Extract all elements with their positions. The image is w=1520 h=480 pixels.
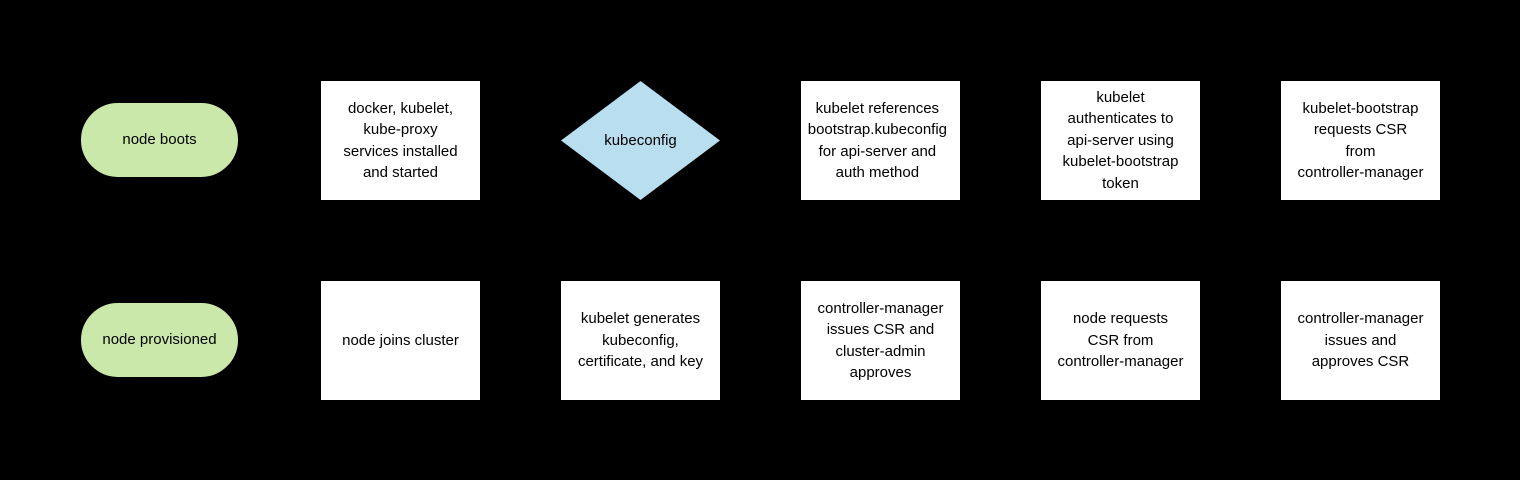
flow-node-label: kubelet authenticates to api-server usin…: [1062, 88, 1179, 192]
flow-node-label: controller-manager issues CSR and cluste…: [817, 299, 944, 382]
flow-node-node-requests-csr[interactable]: node requests CSR from controller-manage…: [1041, 281, 1200, 400]
flow-node-kubelet-bootstrap-requests-csr[interactable]: kubelet-bootstrap requests CSR from cont…: [1281, 81, 1440, 200]
flow-node-kubeconfig[interactable]: kubeconfig: [561, 81, 720, 200]
flow-node-kubelet-generates-kubeconfig[interactable]: kubelet generates kubeconfig, certificat…: [561, 281, 720, 400]
flow-node-kubelet-references-bootstrap[interactable]: kubelet references bootstrap.kubeconfig …: [801, 81, 960, 200]
flow-node-label: kubelet-bootstrap requests CSR from cont…: [1297, 99, 1424, 182]
flow-node-services-installed[interactable]: docker, kubelet, kube-proxy services ins…: [321, 81, 480, 200]
flow-node-label: docker, kubelet, kube-proxy services ins…: [343, 99, 458, 182]
flow-node-node-joins-cluster[interactable]: node joins cluster: [321, 281, 480, 400]
flow-node-kubelet-authenticates[interactable]: kubelet authenticates to api-server usin…: [1041, 81, 1200, 200]
flow-node-label: controller-manager issues and approves C…: [1297, 310, 1424, 371]
flow-node-label: kubeconfig: [604, 131, 677, 149]
flow-node-node-boots[interactable]: node boots: [81, 103, 238, 177]
flow-node-label: node boots: [122, 131, 197, 149]
flow-node-controller-manager-issues-csr[interactable]: controller-manager issues CSR and cluste…: [801, 281, 960, 400]
flow-node-node-provisioned[interactable]: node provisioned: [81, 303, 238, 377]
flow-node-controller-manager-issues-approves[interactable]: controller-manager issues and approves C…: [1281, 281, 1440, 400]
flow-node-label: node provisioned: [102, 331, 217, 349]
flow-node-label: node requests CSR from controller-manage…: [1057, 310, 1184, 371]
flow-node-label: kubelet references bootstrap.kubeconfig …: [807, 99, 947, 182]
flow-node-label: node joins cluster: [342, 331, 459, 349]
flow-node-label: kubelet generates kubeconfig, certificat…: [577, 310, 704, 371]
